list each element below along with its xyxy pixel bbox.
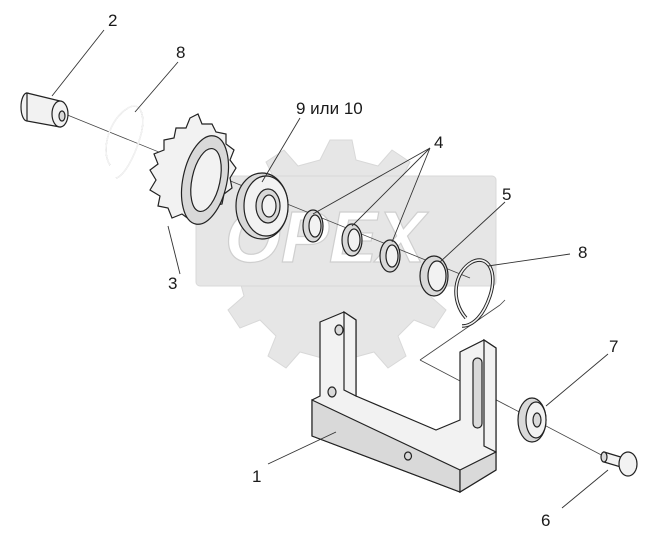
sprocket [149, 113, 237, 225]
retaining-ring-right [454, 258, 495, 328]
callout-2: 2 [108, 11, 117, 30]
spacer-washers [302, 209, 401, 273]
callout-3: 3 [168, 274, 177, 293]
retaining-ring-left [105, 105, 144, 179]
callout-6: 6 [541, 511, 550, 530]
washer [517, 397, 547, 443]
callout-labels: 2 8 9 или 10 4 5 8 3 7 1 6 [108, 11, 618, 530]
callout-9-or-10: 9 или 10 [296, 99, 363, 118]
leader-lines [51, 29, 609, 509]
callout-1: 1 [252, 467, 261, 486]
callout-4: 4 [434, 133, 443, 152]
bushing-ring [419, 255, 449, 297]
callout-5: 5 [502, 185, 511, 204]
bolt [600, 451, 638, 477]
callout-8-right: 8 [578, 243, 587, 262]
callout-8-left: 8 [176, 43, 185, 62]
callout-7: 7 [609, 337, 618, 356]
bearing [235, 172, 289, 240]
pin-bushing [20, 92, 69, 128]
bracket [311, 310, 497, 494]
